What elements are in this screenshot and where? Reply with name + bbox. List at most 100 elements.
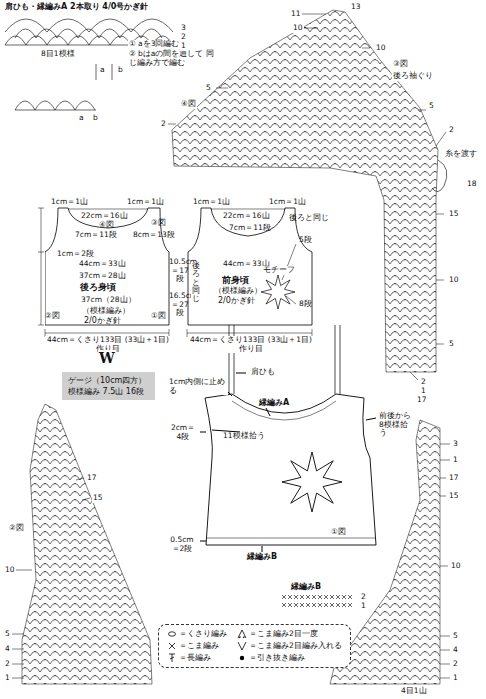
chart-label: 5 <box>428 102 435 111</box>
stitch-stroke <box>120 29 141 38</box>
stitch-stroke <box>318 603 322 607</box>
chart-label: 縁編みA <box>258 398 290 407</box>
piece-text: 前身頃 <box>222 276 249 286</box>
chart-label: W <box>98 350 116 366</box>
motif-star <box>261 275 295 309</box>
chart-label: 後ろ袖ぐり <box>392 72 434 81</box>
chart-label: 1 <box>452 674 459 683</box>
chart-title: 肩ひも・縁編みA 2本取り 4/0号かぎ針 <box>4 2 149 11</box>
chart-label: ③図 <box>150 219 167 228</box>
gauge-text: ゲージ（10cm四方） <box>68 375 149 386</box>
stitch-stroke <box>324 595 328 599</box>
chart-label: 10 <box>375 44 387 53</box>
stitch-stroke <box>57 29 78 38</box>
chart-label: 17 <box>86 474 98 483</box>
chart-label: 2 <box>448 126 455 135</box>
gauge-box: ゲージ（10cm四方）模様編み 7.5山 16段 <box>62 372 155 400</box>
chart-label: ②図 <box>44 312 61 321</box>
motif-star <box>282 452 342 512</box>
stitch-stroke <box>47 19 89 32</box>
legend-symbol <box>237 653 247 663</box>
chart-label: 3 <box>180 24 187 33</box>
chart-label: 4 <box>4 645 11 654</box>
chart-label: b <box>117 66 124 75</box>
chart-label: 5 <box>4 630 11 639</box>
stitch-stroke <box>348 603 352 607</box>
legend-item: ＝長編み <box>167 653 227 663</box>
stitch-stroke <box>306 603 310 607</box>
stitch-stroke <box>141 29 162 38</box>
piece-outline <box>187 205 313 327</box>
stitch-legend: ＝くさり編み＝こま編み＝長編み＝こま編み2目一度＝こま編み2目編み入れる＝引き抜… <box>158 624 351 668</box>
stitch-stroke <box>55 101 75 110</box>
stitch-stroke <box>131 19 173 32</box>
chart-label: 44cm＝33山 <box>78 260 127 269</box>
chart-label: 糸を渡す <box>444 150 478 159</box>
stitch-stroke <box>96 64 112 80</box>
chart-label: ③図 <box>392 60 409 69</box>
stitch-stroke <box>99 29 120 38</box>
front-body-piece: 前身頃（模様編み）2/0かぎ針 <box>187 205 313 327</box>
chart-label: 7cm＝11段 <box>74 231 118 240</box>
stitch-stroke <box>300 603 304 607</box>
legend-item: ＝こま編み2目編み入れる <box>237 641 342 651</box>
legend-text: ＝こま編み2目編み入れる <box>249 641 342 651</box>
stitch-stroke <box>282 595 286 599</box>
tank-top-sketch <box>200 325 376 552</box>
chart-label: 縁編みB <box>290 582 322 591</box>
chart-label: 1 <box>420 387 427 396</box>
stitch-stroke <box>348 595 352 599</box>
stitch-stroke <box>312 603 316 607</box>
piece-text: 後ろ身頃 <box>80 283 116 293</box>
chart-label: 1cm＝1山 <box>50 198 89 207</box>
chart-label: 5 <box>452 632 459 641</box>
stitch-stroke <box>36 29 57 38</box>
chart-label: 17 <box>416 396 428 405</box>
chart-label: 15 <box>448 492 460 501</box>
chart-label: 1cm内側に止める <box>168 378 228 395</box>
chart-label: 1 <box>360 602 367 611</box>
chart-label: 5 <box>448 340 455 349</box>
chart-label: 2 <box>4 660 11 669</box>
chart-label: 3 <box>452 440 459 449</box>
piece-text: 2/0かぎ針 <box>218 296 255 305</box>
chart-label: ④図 <box>98 221 115 230</box>
stitch-stroke <box>306 595 310 599</box>
stitch-stroke <box>15 29 36 38</box>
chart-label: 8cm＝13段 <box>132 231 176 240</box>
chart-label: 2 <box>420 378 427 387</box>
chart-label: 15 <box>92 494 104 503</box>
piece-outline-path <box>45 208 169 325</box>
chart-label: 37cm（28山） <box>80 296 137 305</box>
gauge-text: 模様編み 7.5山 16段 <box>68 386 149 397</box>
chart-label: 後ろと同じ <box>288 214 330 223</box>
stitch-stroke <box>5 19 47 32</box>
chart-label: 7cm＝11段 <box>228 224 272 233</box>
stitch-stroke <box>336 595 340 599</box>
chart-label: 1 <box>452 456 459 465</box>
chart-label: 0.5cm＝2段 <box>166 536 198 553</box>
chart-label: ④図 <box>180 100 197 109</box>
chart-label: 10 <box>450 562 462 571</box>
chart-label: 4 <box>452 646 459 655</box>
legend-text: ＝長編み <box>179 653 211 663</box>
chart-label: 37cm＝28山 <box>78 272 127 281</box>
chart-label: 44cm＝くさり133目 (33山＋1目)作り目 <box>188 336 314 353</box>
chart-label: 18 <box>466 180 478 189</box>
piece-text: 2/0かぎ針 <box>84 316 121 325</box>
chart-label: b <box>92 114 99 123</box>
piece-outline-path <box>188 208 312 325</box>
chart-label: ②図 <box>8 524 25 533</box>
stitch-stroke <box>78 29 99 38</box>
stitch-stroke <box>294 595 298 599</box>
legend-item: ＝くさり編み <box>167 629 227 639</box>
stitch-stroke <box>294 603 298 607</box>
chart-label: 2 <box>360 593 367 602</box>
stitch-stroke <box>336 603 340 607</box>
chart-label: a <box>99 66 106 75</box>
chart-label: ①図 <box>330 528 347 537</box>
legend-symbol <box>167 641 177 651</box>
chart-label: ①図 <box>150 312 167 321</box>
chart-label: 8目1模様 <box>40 50 76 59</box>
chart-label: ① aを3回編む <box>128 40 180 49</box>
